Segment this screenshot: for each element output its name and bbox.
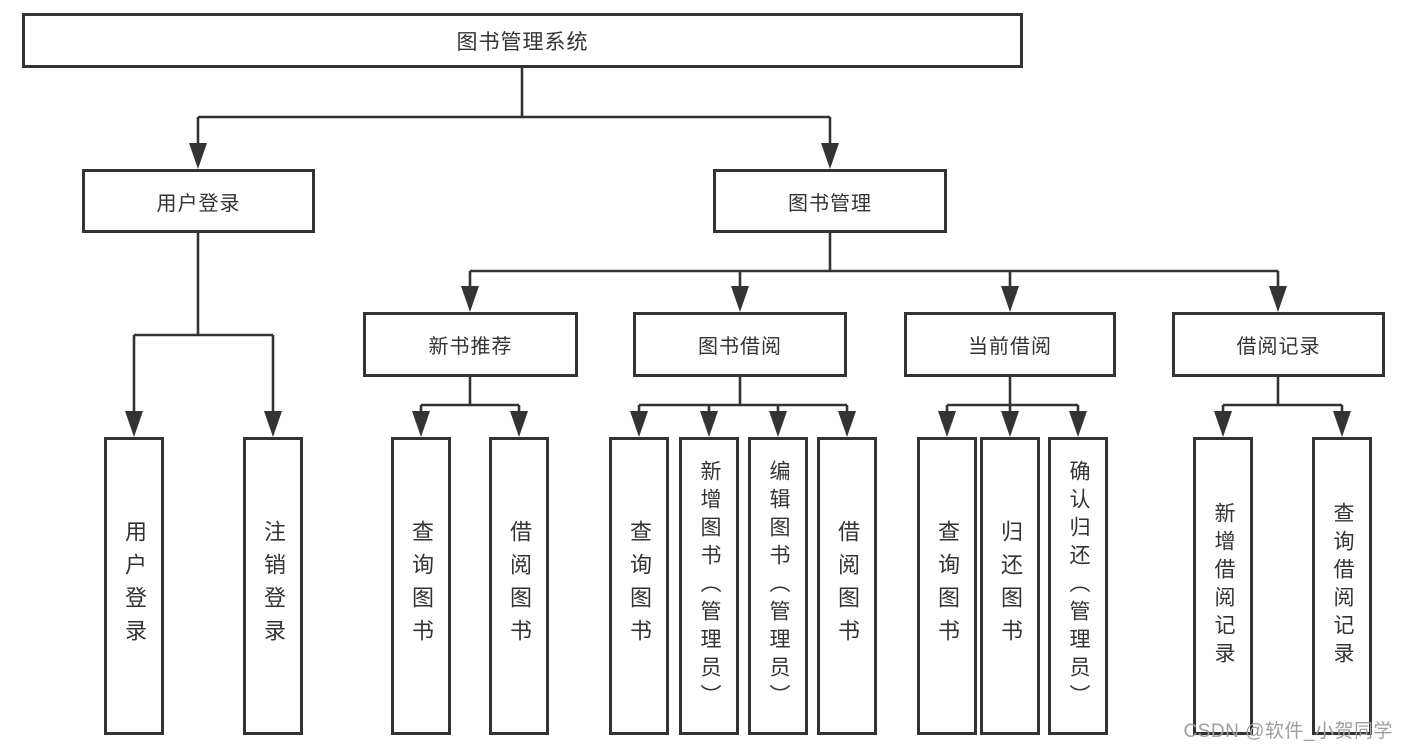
node-current-borrowing: 当前借阅 bbox=[904, 312, 1116, 377]
connector-borrow-records-to-leaves bbox=[1214, 377, 1351, 437]
connector-book-mgmt-to-level3 bbox=[461, 233, 1287, 312]
leaf-borrow-books-recommend: 借阅图书 bbox=[489, 437, 549, 735]
connector-new-book-to-leaves bbox=[412, 377, 528, 437]
leaf-borrow-books: 借阅图书 bbox=[817, 437, 877, 735]
leaf-query-books-current: 查询图书 bbox=[917, 437, 977, 735]
leaf-logout: 注销登录 bbox=[243, 437, 303, 735]
leaf-edit-books-admin: 编辑图书（管理员） bbox=[748, 437, 808, 735]
node-library-management-system: 图书管理系统 bbox=[22, 13, 1023, 68]
connector-current-borrow-to-leaves bbox=[938, 377, 1087, 437]
node-book-management: 图书管理 bbox=[713, 169, 947, 233]
csdn-watermark: CSDN @软件_小贺同学 bbox=[1183, 721, 1393, 742]
leaf-confirm-return-admin: 确认归还（管理员） bbox=[1048, 437, 1108, 735]
node-new-book-recommend: 新书推荐 bbox=[363, 312, 578, 377]
leaf-query-books-recommend: 查询图书 bbox=[391, 437, 451, 735]
node-borrowing-records: 借阅记录 bbox=[1172, 312, 1385, 377]
leaf-add-borrow-record: 新增借阅记录 bbox=[1193, 437, 1253, 735]
leaf-user-login: 用户登录 bbox=[104, 437, 164, 735]
leaf-query-borrow-record: 查询借阅记录 bbox=[1312, 437, 1372, 735]
leaf-return-books: 归还图书 bbox=[980, 437, 1040, 735]
connector-book-borrow-to-leaves bbox=[630, 377, 856, 437]
node-book-borrowing: 图书借阅 bbox=[633, 312, 847, 377]
node-user-login: 用户登录 bbox=[82, 169, 315, 233]
leaf-add-books-admin: 新增图书（管理员） bbox=[679, 437, 739, 735]
leaf-query-books-borrowing: 查询图书 bbox=[609, 437, 669, 735]
connector-user-login-to-leaves bbox=[125, 233, 282, 437]
connector-root-to-level2 bbox=[189, 68, 839, 169]
